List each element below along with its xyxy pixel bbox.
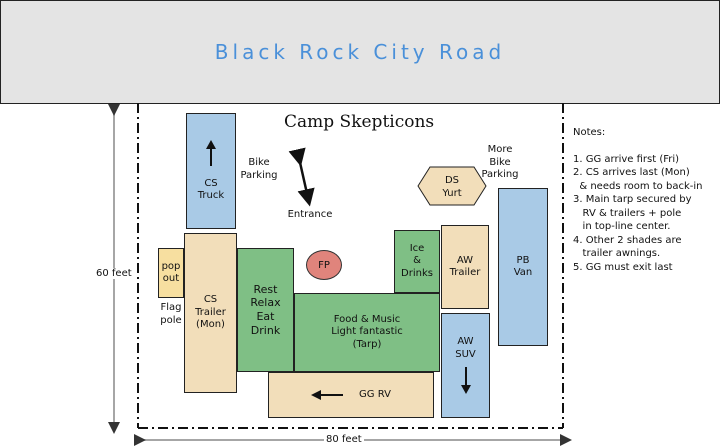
aw-suv-label: AW SUV xyxy=(455,336,476,360)
flag-pole-label: Flag pole xyxy=(160,302,182,326)
entrance-arrow-icon xyxy=(288,147,315,207)
note-line: & needs room to back-in xyxy=(573,180,703,192)
main-tarp: Food & Music Light fantastic (Tarp) xyxy=(294,293,440,372)
arrow-left-icon xyxy=(311,390,344,400)
pb-van-label: PB Van xyxy=(513,254,533,279)
note-line: in top-line center. xyxy=(573,221,671,232)
aw-trailer: AW Trailer xyxy=(441,225,489,309)
gg-rv: GG RV xyxy=(268,372,434,418)
note-line: trailer awnings. xyxy=(573,248,661,259)
arrow-down-icon xyxy=(460,367,471,394)
pop-out-label: pop out xyxy=(161,260,181,285)
bike-parking-label: Bike Parking xyxy=(240,157,278,181)
rest-shade: Rest Relax Eat Drink xyxy=(237,248,294,372)
note-line: RV & trailers + pole xyxy=(573,207,682,219)
cs-trailer-label: CS Trailer (Mon) xyxy=(195,294,226,331)
camp-boundary xyxy=(137,103,564,429)
pop-out: pop out xyxy=(158,248,184,298)
note-line: 5. GG must exit last xyxy=(573,261,673,273)
road-label: Black Rock City Road xyxy=(214,40,506,64)
aw-suv: AW SUV xyxy=(441,313,490,418)
rest-shade-label: Rest Relax Eat Drink xyxy=(250,282,281,337)
width-dimension-label: 80 feet xyxy=(324,434,364,445)
ice-drinks-label: Ice & Drinks xyxy=(401,242,433,279)
fire-pit-label: FP xyxy=(318,259,330,271)
notes-panel: Notes: 1. GG arrive first (Fri) 2. CS ar… xyxy=(573,126,702,274)
gg-rv-label: GG RV xyxy=(359,388,391,400)
note-line: 3. Main tarp secured by xyxy=(573,194,692,205)
note-line: 4. Other 2 shades are xyxy=(573,234,682,246)
cs-truck: CS Truck xyxy=(186,113,236,229)
notes-heading: Notes: xyxy=(573,127,606,138)
pb-van: PB Van xyxy=(498,188,548,346)
note-line: 2. CS arrives last (Mon) xyxy=(573,167,690,178)
entrance-label: Entrance xyxy=(287,209,333,220)
height-dimension-label: 60 feet xyxy=(96,268,132,279)
fire-pit: FP xyxy=(306,250,342,280)
more-bike-parking-label: More Bike Parking xyxy=(481,144,519,180)
aw-trailer-label: AW Trailer xyxy=(449,254,481,279)
ds-yurt-shape xyxy=(417,166,487,206)
note-line: 1. GG arrive first (Fri) xyxy=(573,153,680,165)
arrow-up-icon xyxy=(206,139,216,166)
cs-trailer: CS Trailer (Mon) xyxy=(184,233,237,393)
camp-title: Camp Skepticons xyxy=(284,112,435,132)
cs-truck-label: CS Truck xyxy=(197,177,225,202)
road-banner: Black Rock City Road xyxy=(0,0,720,104)
ds-yurt-label: DS Yurt xyxy=(442,175,462,199)
main-tarp-label: Food & Music Light fantastic (Tarp) xyxy=(331,313,403,350)
ice-drinks: Ice & Drinks xyxy=(394,230,440,293)
